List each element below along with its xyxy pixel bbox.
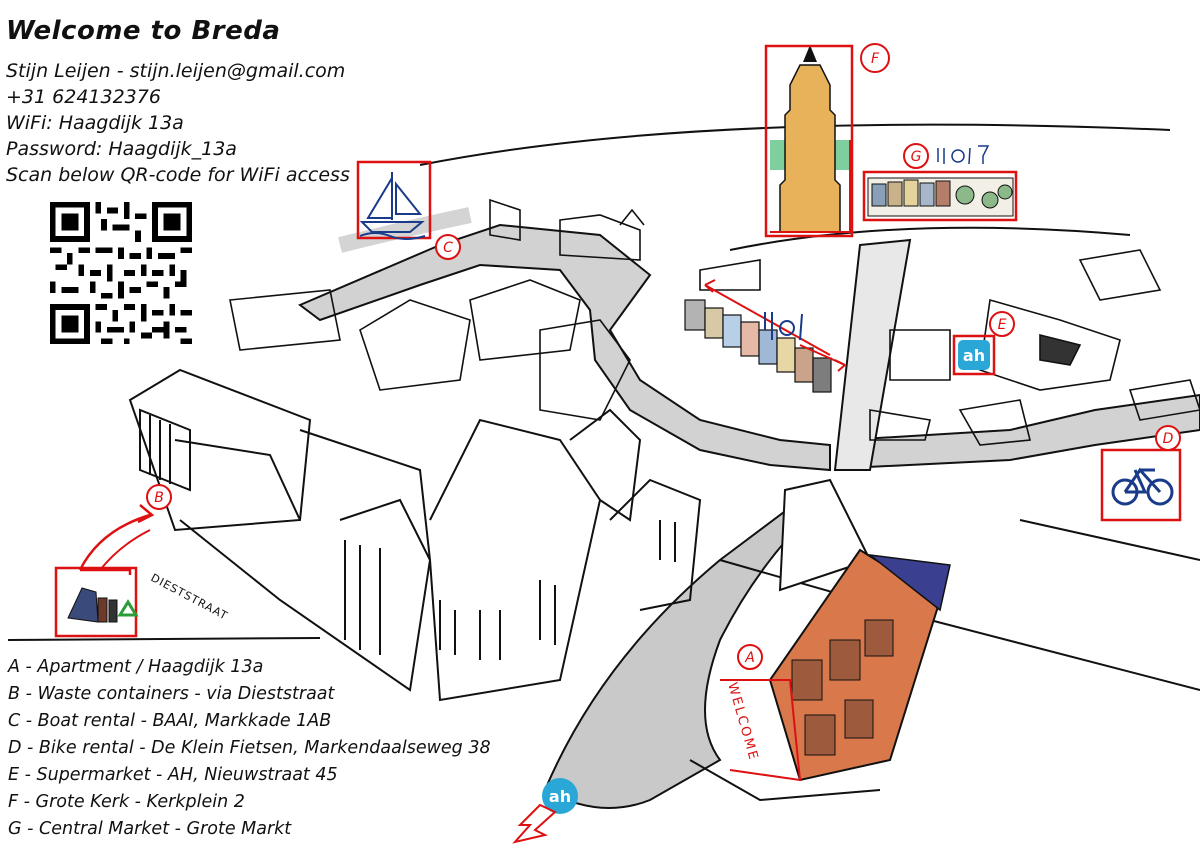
legend-item-g: G - Central Market - Grote Markt xyxy=(8,819,292,839)
marker-frames xyxy=(54,44,1182,638)
svg-text:F: F xyxy=(871,51,880,67)
legend-item-c: C - Boat rental - BAAI, Markkade 1AB xyxy=(8,711,332,731)
street-label-dieststraat: DIESTSTRAAT xyxy=(149,571,231,623)
marker-A[interactable]: A xyxy=(737,644,763,670)
legend-item-b: B - Waste containers - via Dieststraat xyxy=(8,684,335,704)
marker-C[interactable]: C xyxy=(435,234,461,260)
svg-text:G: G xyxy=(911,149,922,165)
market-row-houses xyxy=(684,279,846,393)
page-title: Welcome to Breda xyxy=(6,16,281,46)
roads xyxy=(543,238,1200,809)
albert-heijn-logo-icon: ah xyxy=(958,340,990,370)
wifi-name: WiFi: Haagdijk 13a xyxy=(6,112,184,134)
map-legend: A - Apartment / Haagdijk 13a B - Waste c… xyxy=(8,654,491,843)
marker-B[interactable]: B xyxy=(146,484,172,510)
svg-text:D: D xyxy=(1163,431,1174,447)
legend-item-d: D - Bike rental - De Klein Fietsen, Mark… xyxy=(8,738,491,758)
svg-text:B: B xyxy=(154,490,164,506)
marker-F[interactable]: F xyxy=(860,43,890,73)
church-tower-icon xyxy=(770,45,851,233)
bicycle-icon xyxy=(1111,467,1174,506)
recycle-icon xyxy=(117,599,139,617)
canal xyxy=(298,207,1200,472)
market-dining-icons xyxy=(937,145,990,165)
legend-item-f: F - Grote Kerk - Kerkplein 2 xyxy=(8,792,245,812)
marker-D[interactable]: D xyxy=(1155,425,1181,451)
svg-text:ah: ah xyxy=(549,787,571,806)
svg-text:A: A xyxy=(744,650,755,666)
svg-text:ah: ah xyxy=(963,346,985,365)
building-block-left xyxy=(128,368,702,702)
host-contact: Stijn Leijen - stijn.leijen@gmail.com xyxy=(6,60,346,82)
wifi-qr-code[interactable] xyxy=(50,202,192,344)
central-market-block xyxy=(867,177,1014,217)
welcome-label: WELCOME xyxy=(724,681,761,763)
restaurant-icon xyxy=(764,312,803,341)
svg-text:E: E xyxy=(998,317,1007,333)
svg-text:C: C xyxy=(443,240,453,256)
background-houses xyxy=(229,198,1200,446)
waste-bin-icon xyxy=(67,587,118,623)
qr-caption: Scan below QR-code for WiFi access xyxy=(6,164,350,186)
marker-G[interactable]: G xyxy=(903,143,929,169)
legend-item-a: A - Apartment / Haagdijk 13a xyxy=(8,657,264,677)
apartment-building xyxy=(720,478,951,782)
host-phone: +31 624132376 xyxy=(6,86,161,108)
legend-item-e: E - Supermarket - AH, Nieuwstraat 45 xyxy=(8,765,338,785)
sailboat-icon xyxy=(359,172,426,240)
marker-E[interactable]: E xyxy=(989,311,1015,337)
wifi-password: Password: Haagdijk_13a xyxy=(6,138,237,160)
albert-heijn-logo-icon-south: ah xyxy=(512,778,578,844)
